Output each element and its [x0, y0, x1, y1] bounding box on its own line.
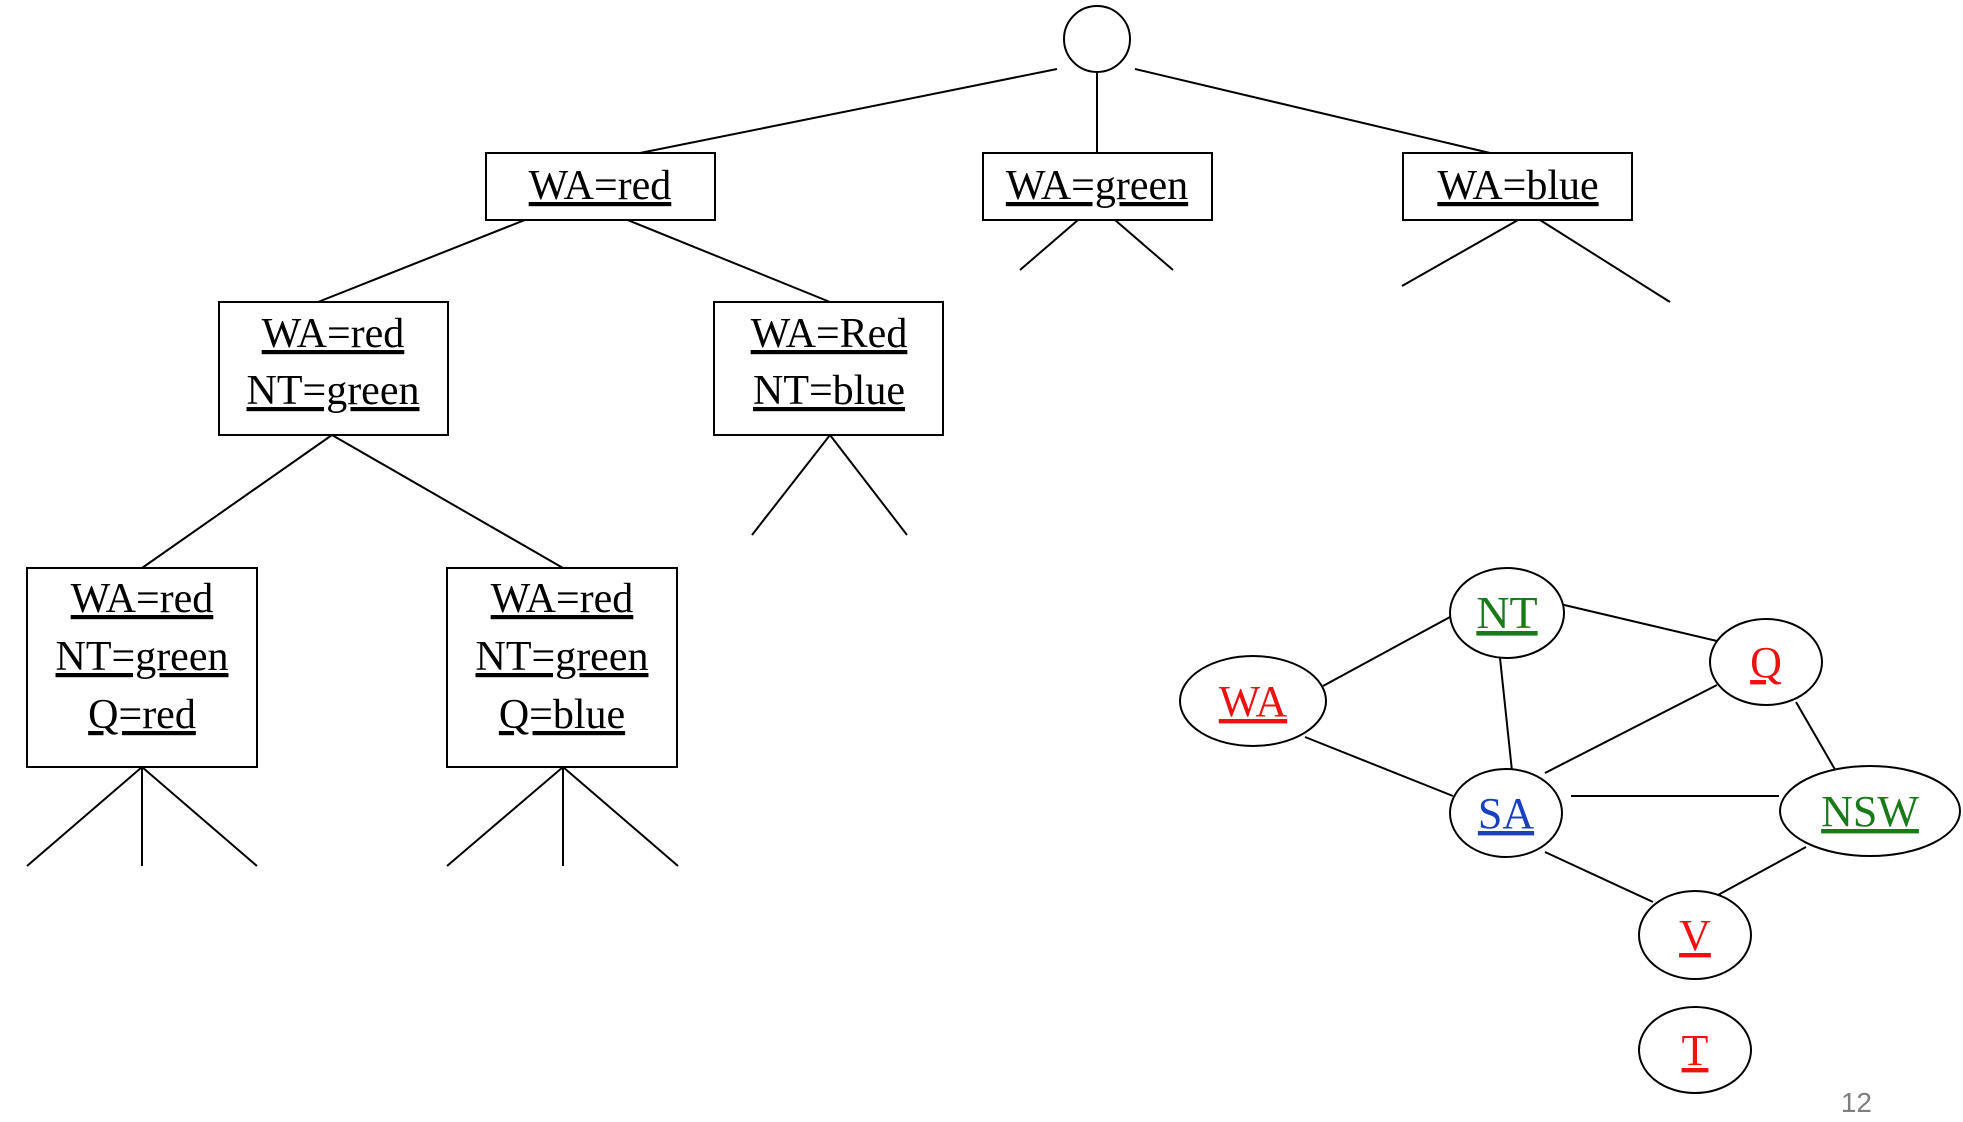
node-label-line: WA=red	[262, 311, 405, 357]
tree-node-wa-red-nt-green: WA=red NT=green	[218, 301, 449, 436]
region-label: WA	[1219, 677, 1288, 726]
region-label: NT	[1476, 587, 1537, 638]
tree-node-q-red: WA=red NT=green Q=red	[26, 567, 258, 768]
node-label-line: Q=blue	[499, 692, 625, 738]
region-wa: WA	[1179, 655, 1327, 747]
node-label-line: NT=green	[56, 634, 229, 680]
region-t: T	[1638, 1006, 1752, 1094]
node-label-line: WA=Red	[751, 311, 908, 357]
tree-node-wa-blue: WA=blue	[1402, 152, 1633, 221]
node-label-line: WA=red	[529, 163, 672, 209]
root-node	[1063, 5, 1131, 73]
region-label: V	[1679, 911, 1711, 960]
region-nsw: NSW	[1779, 765, 1961, 857]
tree-node-q-blue: WA=red NT=green Q=blue	[446, 567, 678, 768]
node-label-line: Q=red	[88, 692, 196, 738]
region-nt: NT	[1449, 567, 1565, 659]
node-label-line: WA=red	[491, 576, 634, 622]
tree-edges	[26, 68, 1671, 867]
node-label-line: WA=red	[71, 576, 214, 622]
tree-level-3: WA=red NT=green Q=red WA=red NT=green Q=…	[26, 567, 678, 768]
region-q: Q	[1709, 618, 1823, 706]
tree-node-wa-red-nt-blue: WA=Red NT=blue	[713, 301, 944, 436]
node-label-line: NT=green	[476, 634, 649, 680]
tree-node-wa-green: WA=green	[982, 152, 1213, 221]
region-v: V	[1638, 890, 1752, 980]
region-label: SA	[1478, 789, 1534, 838]
tree-node-wa-red: WA=red	[485, 152, 716, 221]
tree-level-2: WA=red NT=green WA=Red NT=blue	[218, 301, 944, 436]
graph-edges	[1304, 603, 1838, 903]
australia-constraint-graph: NT WA Q SA NSW V T	[1179, 567, 1961, 1094]
node-label-line: NT=green	[247, 368, 420, 414]
region-label: Q	[1750, 638, 1782, 687]
node-label-line: NT=blue	[753, 368, 905, 414]
page-number: 12	[1841, 1087, 1872, 1118]
region-label: T	[1682, 1026, 1709, 1075]
node-label-line: WA=green	[1006, 163, 1188, 209]
region-sa: SA	[1449, 768, 1563, 858]
tree-level-1: WA=red WA=green WA=blue	[485, 152, 1633, 221]
node-label-line: WA=blue	[1437, 163, 1598, 209]
region-label: NSW	[1821, 787, 1919, 836]
